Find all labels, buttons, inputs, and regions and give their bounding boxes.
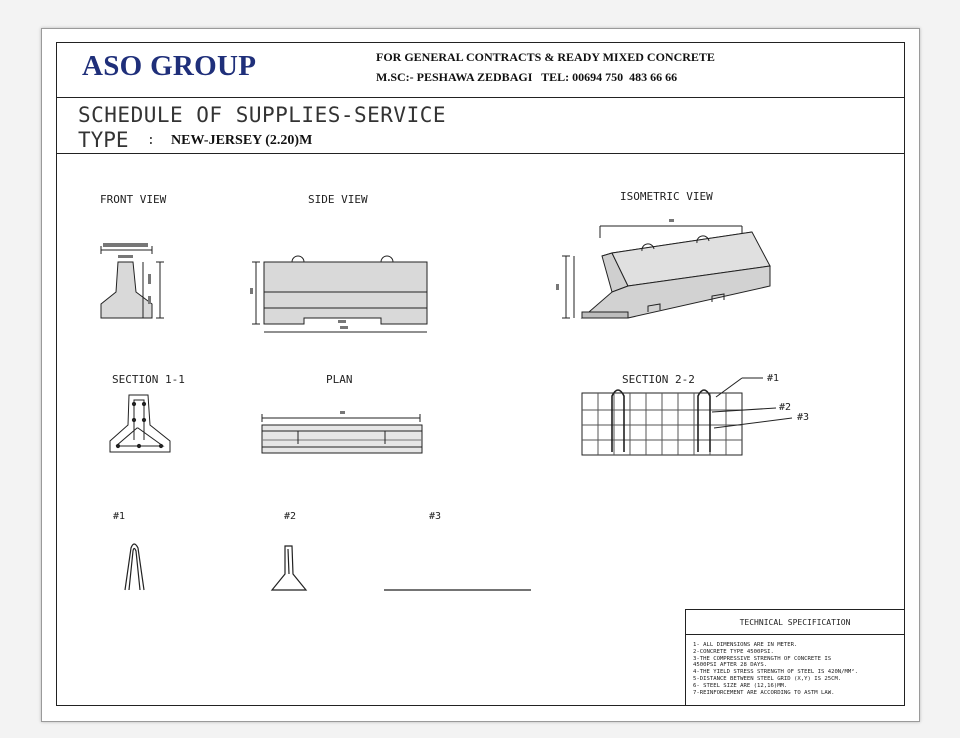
bar-1-shape (124, 543, 145, 591)
spec-item: 4500PSI AFTER 28 DAYS. (693, 662, 768, 669)
drawing-sheet (41, 28, 920, 722)
contractor-line: FOR GENERAL CONTRACTS & READY MIXED CONC… (376, 50, 715, 64)
type-label: TYPE (78, 128, 129, 152)
spec-item: 5-DISTANCE BETWEEN STEEL GRID (X,Y) IS 2… (693, 675, 842, 682)
spec-item: 3-THE COMPRESSIVE STRENGTH OF CONCRETE I… (693, 655, 832, 662)
specification-divider (685, 634, 905, 635)
bar-2-label: #2 (284, 511, 297, 522)
title-block-schedule (56, 98, 905, 154)
specification-list: 1- ALL DIMENSIONS ARE IN METER. 2-CONCRE… (693, 642, 903, 696)
spec-item: 1- ALL DIMENSIONS ARE IN METER. (693, 642, 798, 648)
front-view-label: FRONT VIEW (100, 193, 167, 206)
isometric-view-drawing (556, 219, 771, 319)
bar-2-shape (270, 545, 308, 591)
side-view-label: SIDE VIEW (308, 193, 368, 206)
drawing-border (56, 42, 905, 706)
section-bar-3-label: #3 (797, 412, 810, 423)
front-view-drawing (100, 243, 164, 319)
spec-item: 7-REINFORCEMENT ARE ACCORDING TO ASTM LA… (693, 689, 835, 696)
isometric-view-label: ISOMETRIC VIEW (620, 190, 713, 203)
section-bar-2-label: #2 (779, 402, 792, 413)
spec-item: 6- STEEL SIZE ARE (12,16)MM. (693, 682, 788, 689)
section-1-1-label: SECTION 1-1 (112, 373, 185, 386)
technical-specification-title: TECHNICAL SPECIFICATION (739, 618, 851, 627)
technical-specification-box (685, 609, 905, 706)
type-colon: : (147, 133, 155, 148)
section-2-2-label: SECTION 2-2 (622, 373, 695, 386)
contact-line: M.SC:- PESHAWA ZEDBAGI TEL: 00694 750 48… (376, 70, 678, 84)
side-view-drawing (250, 255, 428, 333)
section-1-1-drawing (109, 394, 171, 453)
title-block-header (56, 42, 905, 98)
spec-item: 4-THE YIELD STRESS STRENGTH OF STEEL IS … (693, 669, 859, 676)
type-value: NEW-JERSEY (2.20)M (171, 133, 313, 148)
plan-label: PLAN (326, 373, 353, 386)
company-name: ASO GROUP (82, 50, 257, 82)
plan-drawing (261, 411, 423, 454)
bar-3-label: #3 (429, 511, 442, 522)
spec-item: 2-CONCRETE TYPE 4500PSI. (693, 648, 774, 655)
section-2-2-drawing (581, 377, 793, 456)
bar-1-label: #1 (113, 511, 126, 522)
schedule-title: SCHEDULE OF SUPPLIES-SERVICE (78, 103, 447, 127)
section-bar-1-label: #1 (767, 373, 780, 384)
